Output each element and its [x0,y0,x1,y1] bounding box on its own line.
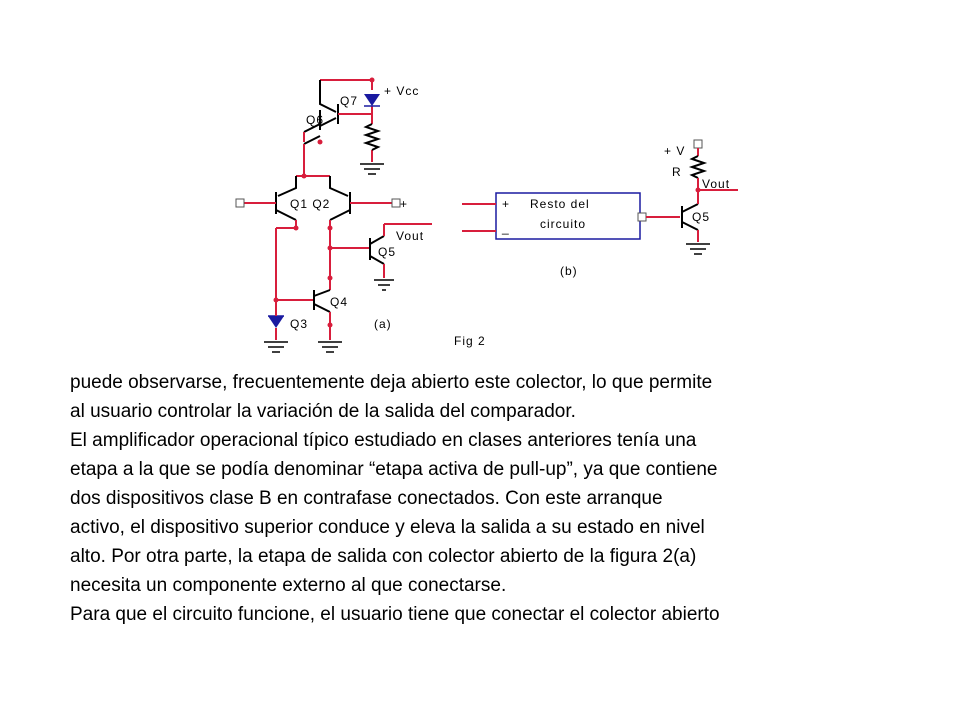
label-vout-b: Vout [702,177,730,191]
label-q1-q2: Q1 Q2 [290,197,330,211]
label-plus-input: + [400,197,408,211]
label-q3: Q3 [290,317,308,331]
caption-a: (a) [374,317,392,331]
label-vcc: + Vcc [384,84,419,98]
circuit-b: + _ Resto del circuito (b) + V R Vout Q5 [462,139,738,278]
text-line: alto. Por otra parte, la etapa de salida… [70,546,697,567]
label-q5-b: Q5 [692,210,710,224]
label-vout-a: Vout [396,229,424,243]
box-label-line2: circuito [540,217,586,231]
text-line: puede observarse, frecuentemente deja ab… [70,372,713,393]
figure-label: Fig 2 [454,334,486,348]
text-line: activo, el dispositivo superior conduce … [70,517,705,538]
body-text: puede observarse, frecuentemente deja ab… [70,368,910,629]
label-q5-a: Q5 [378,245,396,259]
label-q4: Q4 [330,295,348,309]
circuit-figure: + Vcc Q7 Q6 Q1 Q2 + Vout Q5 Q4 Q3 (a) Fi… [235,77,738,353]
box-minus: _ [501,221,510,235]
label-q6: Q6 [306,113,324,127]
text-line: al usuario controlar la variación de la … [70,401,576,422]
label-plus-v: + V [664,144,685,158]
circuit-a: + Vcc Q7 Q6 Q1 Q2 + Vout Q5 Q4 Q3 (a) [235,77,432,353]
label-q7: Q7 [340,94,358,108]
caption-b: (b) [560,264,578,278]
box-label-line1: Resto del [530,197,590,211]
text-line: dos dispositivos clase B en contrafase c… [70,488,663,509]
text-line: necesita un componente externo al que co… [70,575,507,596]
text-line: Para que el circuito funcione, el usuari… [70,604,720,625]
text-line: El amplificador operacional típico estud… [70,430,697,451]
text-line: etapa a la que se podía denominar “etapa… [70,459,718,480]
label-r: R [672,165,682,179]
box-plus: + [502,197,510,211]
